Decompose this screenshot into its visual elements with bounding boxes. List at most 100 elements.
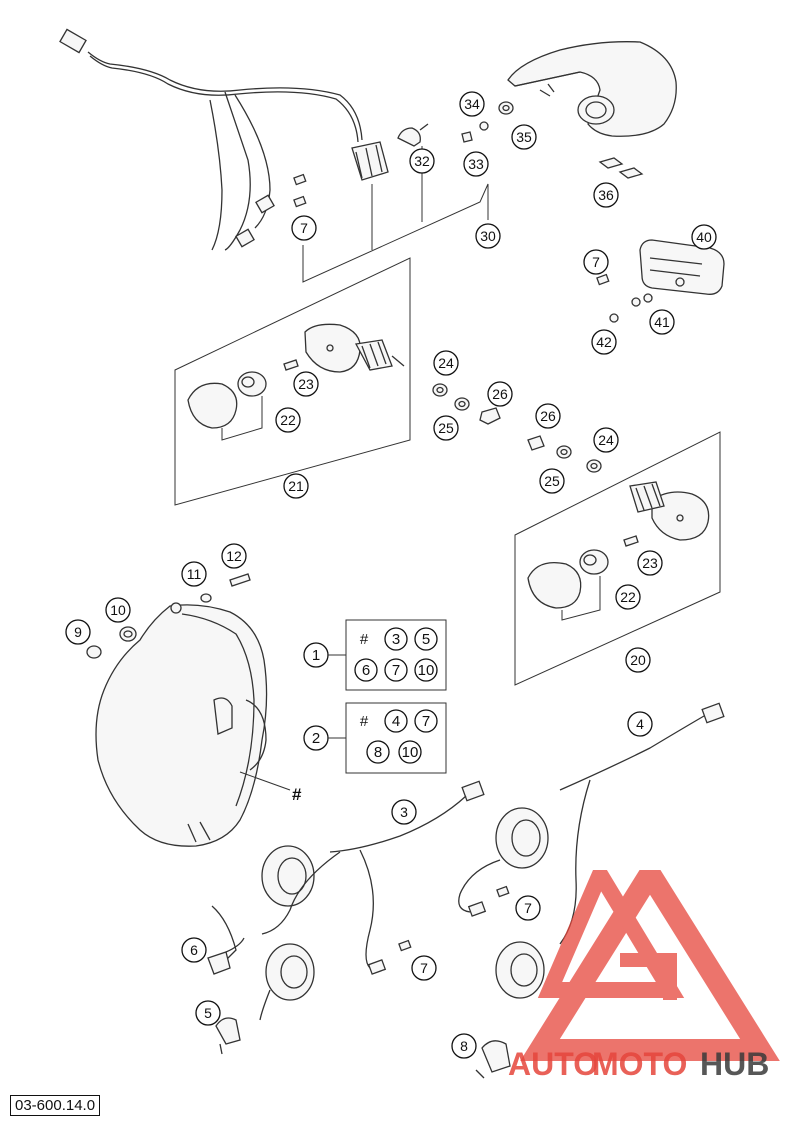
rear-bulb <box>397 123 429 147</box>
wiring-harness-3 <box>211 780 485 1021</box>
kit-1-item: 10 <box>418 662 435 679</box>
svg-text:40: 40 <box>696 229 712 245</box>
bulb-6 <box>207 937 245 975</box>
turn-signal-lower <box>629 481 710 541</box>
kit-2-item: 10 <box>402 744 419 761</box>
svg-text:25: 25 <box>544 473 560 489</box>
callout-23: 23 <box>293 371 319 397</box>
callout-23: 23 <box>637 550 663 576</box>
svg-text:21: 21 <box>288 478 304 494</box>
callout-6: 6 <box>181 937 207 963</box>
kit-1: 1 # 3 5 6 7 10 <box>303 619 447 691</box>
callout-26: 26 <box>487 381 513 407</box>
svg-text:22: 22 <box>280 412 296 428</box>
svg-text:26: 26 <box>540 408 556 424</box>
taillight-fasteners <box>461 101 514 143</box>
callout-36: 36 <box>593 182 619 208</box>
callout-25: 25 <box>539 468 565 494</box>
kit-2-item: # <box>360 713 369 730</box>
callout-5: 5 <box>195 1000 221 1026</box>
callout-7: 7 <box>291 215 317 241</box>
watermark-moto: MOTO <box>592 1046 687 1082</box>
turn-signal-upper <box>304 323 405 373</box>
svg-text:35: 35 <box>516 129 532 145</box>
svg-text:41: 41 <box>654 314 670 330</box>
callout-41: 41 <box>649 309 675 335</box>
callout-24: 24 <box>433 350 459 376</box>
svg-text:4: 4 <box>636 716 644 732</box>
callout-20: 20 <box>625 647 651 673</box>
svg-text:2: 2 <box>312 730 320 747</box>
callout-10: 10 <box>105 597 131 623</box>
kit-1-item: # <box>360 631 369 648</box>
callout-42: 42 <box>591 329 617 355</box>
bulb-5 <box>215 1017 241 1055</box>
callout-33: 33 <box>463 151 489 177</box>
callout-4: 4 <box>627 711 653 737</box>
kit-2-item: 8 <box>374 744 382 761</box>
kit-1-item: 3 <box>392 631 400 648</box>
svg-text:26: 26 <box>492 386 508 402</box>
rear-wiring-harness <box>59 28 363 251</box>
svg-text:42: 42 <box>596 334 612 350</box>
callout-22: 22 <box>615 584 641 610</box>
svg-text:8: 8 <box>460 1038 468 1054</box>
callout-35: 35 <box>511 124 537 150</box>
svg-text:11: 11 <box>187 566 202 582</box>
callout-26: 26 <box>535 403 561 429</box>
svg-text:7: 7 <box>300 220 308 236</box>
callout-8: 8 <box>451 1033 477 1059</box>
svg-text:7: 7 <box>524 900 532 916</box>
callout-11: 11 <box>181 561 207 587</box>
svg-text:30: 30 <box>480 228 496 244</box>
headlight-housing <box>95 602 291 847</box>
svg-text:32: 32 <box>414 153 430 169</box>
callout-22: 22 <box>275 407 301 433</box>
callout-7: 7 <box>583 249 609 275</box>
kit-2-item: 7 <box>422 713 430 730</box>
kit-1-item: 7 <box>392 662 400 679</box>
svg-text:6: 6 <box>190 942 198 958</box>
small-bulbs-lower <box>367 885 510 975</box>
callout-32: 32 <box>409 148 435 174</box>
callout-7: 7 <box>515 895 541 921</box>
tail-light-housing <box>507 41 677 137</box>
callout-34: 34 <box>459 91 485 117</box>
turn-signal-lens <box>187 382 238 429</box>
callout-40: 40 <box>691 224 717 250</box>
callout-12: 12 <box>221 543 247 569</box>
svg-text:7: 7 <box>592 254 600 270</box>
automotohub-watermark: AUTO MOTO HUB <box>508 870 780 1082</box>
callout-7: 7 <box>411 955 437 981</box>
kit-1-item: 5 <box>422 631 430 648</box>
svg-text:33: 33 <box>468 156 484 172</box>
svg-text:10: 10 <box>110 602 126 618</box>
svg-text:25: 25 <box>438 420 454 436</box>
kit-1-item: 6 <box>362 662 370 679</box>
turn-signal-spacer-lower <box>579 549 609 575</box>
small-bulbs <box>293 173 307 208</box>
rubber-pads <box>598 157 644 179</box>
svg-text:1: 1 <box>312 647 320 664</box>
turn-signal-spacer <box>237 371 267 397</box>
screw-23b <box>623 535 639 547</box>
callout-21: 21 <box>283 473 309 499</box>
washers-nuts-middle <box>432 383 602 473</box>
callout-30: 30 <box>475 223 501 249</box>
callout-3: 3 <box>391 799 417 825</box>
headlight-fasteners <box>86 573 251 659</box>
svg-text:23: 23 <box>642 555 658 571</box>
watermark-auto: AUTO <box>508 1046 598 1082</box>
wiring-harness-4 <box>458 702 725 999</box>
svg-text:34: 34 <box>464 96 480 112</box>
callout-9: 9 <box>65 619 91 645</box>
svg-text:3: 3 <box>400 804 408 820</box>
svg-text:24: 24 <box>598 432 614 448</box>
turn-signal-lens-lower <box>527 561 582 609</box>
svg-text:7: 7 <box>420 960 428 976</box>
svg-text:20: 20 <box>630 652 646 668</box>
svg-text:9: 9 <box>74 624 82 640</box>
svg-text:24: 24 <box>438 355 454 371</box>
diagram-code-label: 03-600.14.0 <box>10 1095 101 1116</box>
